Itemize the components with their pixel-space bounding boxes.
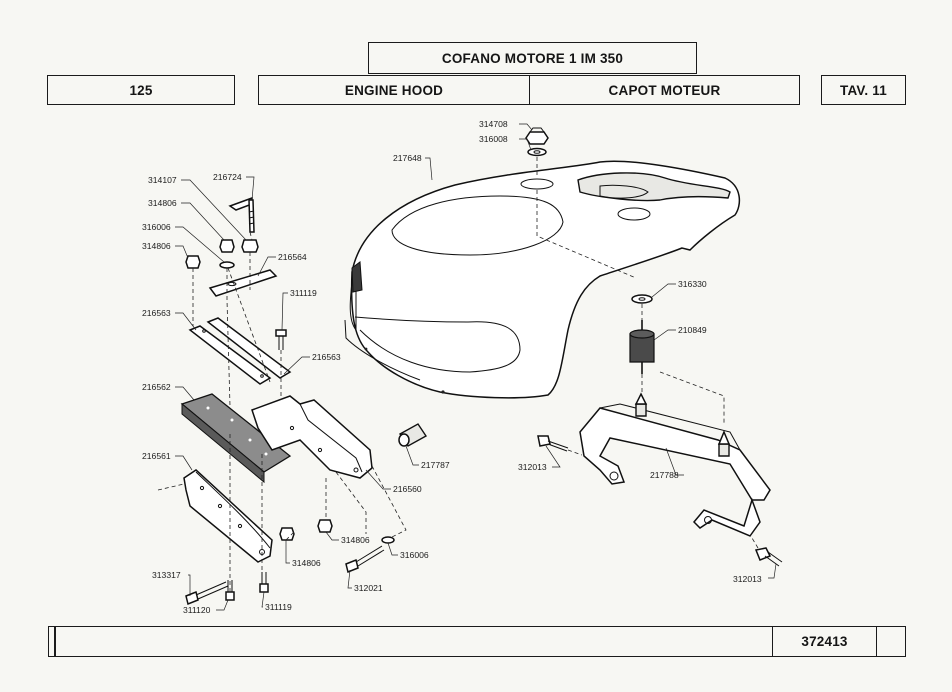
part-label-217788: 217788 (650, 470, 679, 480)
support-bracket-part (579, 392, 771, 537)
clamp-plate-part (208, 269, 278, 297)
bolt-312013-left (537, 435, 569, 452)
foam-pad-part (180, 393, 292, 484)
rubber-washer-part (631, 294, 653, 304)
part-label-314708: 314708 (479, 119, 508, 129)
guard-plate-part (183, 469, 273, 563)
nut-parts-top-left (185, 239, 259, 269)
part-label-217648: 217648 (393, 153, 422, 163)
part-label-312013-a: 312013 (518, 462, 547, 472)
footer-code: 372413 (801, 634, 848, 649)
mounting-bracket-part (251, 395, 373, 479)
part-label-311119-a: 311119 (290, 288, 317, 298)
part-label-316008: 316008 (479, 134, 508, 144)
engine-hood-part (344, 160, 741, 399)
table-number: TAV. 11 (840, 82, 887, 98)
rubber-spacer-part (629, 320, 655, 374)
footer-left-inner-rule (54, 627, 56, 656)
part-label-313317: 313317 (152, 570, 181, 580)
table-number-box: TAV. 11 (821, 75, 906, 105)
nut-parts-bottom (279, 519, 395, 544)
part-label-311120: 311120 (183, 605, 211, 615)
part-label-311119-b: 311119 (265, 602, 292, 612)
part-label-316330: 316330 (678, 279, 707, 289)
diagram-title: COFANO MOTORE 1 IM 350 (441, 50, 624, 66)
part-label-314806-b: 314806 (142, 241, 171, 251)
part-label-216563-a: 216563 (142, 308, 171, 318)
hook-bolt-part (228, 196, 255, 233)
part-label-314806-c: 314806 (341, 535, 370, 545)
title-box: COFANO MOTORE 1 IM 350 (368, 42, 697, 74)
part-label-314806-a: 314806 (148, 198, 177, 208)
leader-lines (175, 123, 777, 611)
part-label-216564: 216564 (278, 252, 307, 262)
part-label-314107: 314107 (148, 175, 177, 185)
part-label-216560: 216560 (393, 484, 422, 494)
part-label-216562: 216562 (142, 382, 171, 392)
hood-top-nut (525, 127, 549, 157)
part-name-french: CAPOT MOTEUR (608, 82, 721, 98)
rubber-strip-parts (188, 317, 292, 385)
screw-311119-top (275, 329, 287, 350)
part-label-210849: 210849 (678, 325, 707, 335)
model-box: 125 (47, 75, 235, 105)
part-name-english: ENGINE HOOD (344, 82, 444, 98)
part-label-216724: 216724 (213, 172, 242, 182)
part-label-312021: 312021 (354, 583, 383, 593)
part-label-312013-b: 312013 (733, 574, 762, 584)
part-label-216561: 216561 (142, 451, 171, 461)
model-number: 125 (129, 82, 153, 98)
part-label-216563-b: 216563 (312, 352, 341, 362)
footer-right-box (876, 626, 906, 657)
part-label-316006-a: 316006 (142, 222, 171, 232)
part-label-316006-b: 316006 (400, 550, 429, 560)
name-fr-box: CAPOT MOTEUR (529, 75, 800, 105)
part-label-314806-d: 314806 (292, 558, 321, 568)
bolt-312013-right (754, 547, 783, 567)
screws-bottom (185, 545, 385, 606)
rubber-buffer-part (398, 423, 428, 447)
part-label-217787: 217787 (421, 460, 450, 470)
